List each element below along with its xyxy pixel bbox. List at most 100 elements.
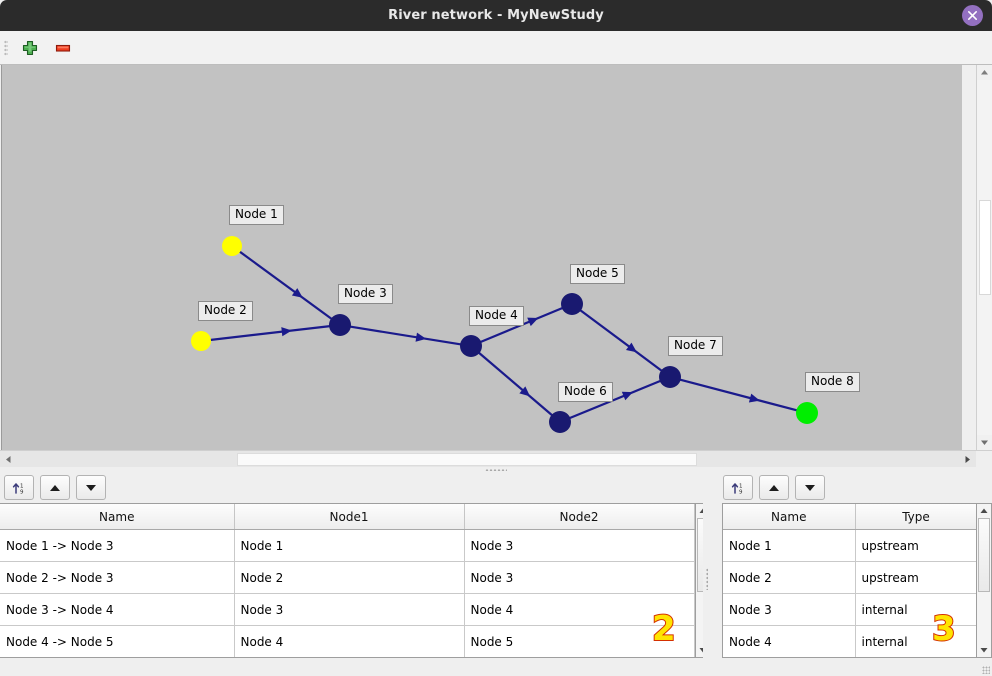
table-cell[interactable]: Node 3: [464, 561, 695, 594]
annotation-marker-2: 2: [651, 608, 677, 650]
table-row-empty[interactable]: [723, 658, 977, 659]
graph-horizontal-scrollbar[interactable]: [0, 450, 992, 467]
graph-edge[interactable]: [349, 325, 462, 346]
scroll-left-icon[interactable]: [1, 452, 16, 467]
column-header[interactable]: Node1: [234, 504, 465, 530]
graph-node-internal[interactable]: [549, 411, 571, 433]
graph-node-internal[interactable]: [561, 293, 583, 315]
scroll-down-icon[interactable]: [977, 435, 992, 450]
graph-edge[interactable]: [679, 378, 798, 412]
svg-text:1: 1: [739, 483, 743, 489]
move-up-button[interactable]: [759, 475, 789, 500]
graph-node-downstream[interactable]: [796, 402, 818, 424]
table-cell[interactable]: internal: [855, 625, 978, 657]
graph-hscroll-thumb[interactable]: [237, 453, 697, 466]
table-cell[interactable]: [234, 658, 464, 659]
table-cell[interactable]: internal: [855, 593, 978, 626]
table-cell[interactable]: Node 3: [234, 593, 465, 626]
move-down-button[interactable]: [795, 475, 825, 500]
graph-edge[interactable]: [209, 325, 331, 342]
nodes-vscroll-thumb[interactable]: [978, 518, 990, 592]
table-cell[interactable]: [723, 658, 855, 659]
table-row-empty[interactable]: [0, 658, 694, 659]
graph-node-label[interactable]: Node 2: [198, 301, 253, 321]
graph-node-upstream[interactable]: [191, 331, 211, 351]
table-cell[interactable]: Node 1: [723, 529, 856, 562]
graph-node-label[interactable]: Node 6: [558, 382, 613, 402]
graph-edge[interactable]: [579, 309, 663, 372]
table-cell[interactable]: [464, 658, 694, 659]
table-cell[interactable]: Node 5: [464, 625, 695, 657]
green-plus-icon[interactable]: [21, 39, 39, 57]
table-cell[interactable]: upstream: [855, 561, 978, 594]
graph-node-label[interactable]: Node 8: [805, 372, 860, 392]
table-cell[interactable]: Node 1 -> Node 3: [0, 529, 235, 562]
graph-edge[interactable]: [477, 351, 554, 417]
toolbar-grip[interactable]: [4, 40, 8, 56]
graph-node-upstream[interactable]: [222, 236, 242, 256]
table-cell[interactable]: [0, 658, 234, 659]
graph-node-internal[interactable]: [460, 335, 482, 357]
table-cell[interactable]: Node 3 -> Node 4: [0, 593, 235, 626]
column-header[interactable]: Type: [855, 504, 978, 530]
resize-grip[interactable]: [982, 666, 990, 674]
table-cell[interactable]: Node 3: [464, 529, 695, 562]
graph-node-label[interactable]: Node 4: [469, 306, 524, 326]
nodes-vertical-scrollbar[interactable]: [976, 503, 992, 658]
graph-node-internal[interactable]: [329, 314, 351, 336]
scroll-right-icon[interactable]: [960, 452, 975, 467]
graph-edge-arrow: [519, 386, 531, 397]
graph-edge-arrow: [527, 317, 539, 327]
move-down-button[interactable]: [76, 475, 106, 500]
scroll-up-icon[interactable]: [977, 65, 992, 80]
table-cell[interactable]: Node 4 -> Node 5: [0, 625, 235, 657]
svg-text:1: 1: [20, 483, 24, 489]
graph-node-label[interactable]: Node 7: [668, 336, 723, 356]
move-up-button[interactable]: [40, 475, 70, 500]
graph-edge-arrow: [748, 393, 760, 403]
network-graph-canvas[interactable]: Node 1 Node 2 Node 3 Node 4 Node 5 Node 6 Node…: [1, 65, 962, 450]
close-icon[interactable]: [962, 5, 983, 26]
table-cell[interactable]: Node 2: [234, 561, 465, 594]
table-cell[interactable]: Node 4: [723, 625, 856, 657]
graph-edge-arrow: [291, 288, 303, 298]
vertical-splitter[interactable]: [703, 473, 711, 676]
table-cell[interactable]: Node 2: [723, 561, 856, 594]
graph-vscroll-thumb[interactable]: [979, 200, 991, 295]
scroll-down-icon[interactable]: [977, 643, 991, 657]
graph-node-label[interactable]: Node 1: [229, 205, 284, 225]
column-header[interactable]: Name: [0, 504, 235, 530]
sort-button[interactable]: 1 9: [723, 475, 753, 500]
horizontal-splitter[interactable]: [0, 467, 992, 473]
scroll-up-icon[interactable]: [977, 504, 991, 518]
graph-vertical-scrollbar[interactable]: [976, 65, 992, 450]
graph-node-label[interactable]: Node 3: [338, 284, 393, 304]
column-header[interactable]: Name: [723, 504, 856, 530]
graph-edge[interactable]: [568, 379, 662, 420]
table-cell[interactable]: Node 3: [723, 593, 856, 626]
graph-node-internal[interactable]: [659, 366, 681, 388]
red-minus-icon[interactable]: [54, 39, 72, 57]
graph-node-label[interactable]: Node 5: [570, 264, 625, 284]
graph-edge[interactable]: [238, 250, 333, 320]
sort-button[interactable]: 1 9: [4, 475, 34, 500]
table-cell[interactable]: Node 2 -> Node 3: [0, 561, 235, 594]
column-header[interactable]: Node2: [464, 504, 695, 530]
table-cell[interactable]: [855, 658, 977, 659]
toolbar: [0, 31, 992, 65]
table-cell[interactable]: Node 1: [234, 529, 465, 562]
table-cell[interactable]: upstream: [855, 529, 978, 562]
table-cell[interactable]: Node 4: [234, 625, 465, 657]
table-cell[interactable]: Node 4: [464, 593, 695, 626]
